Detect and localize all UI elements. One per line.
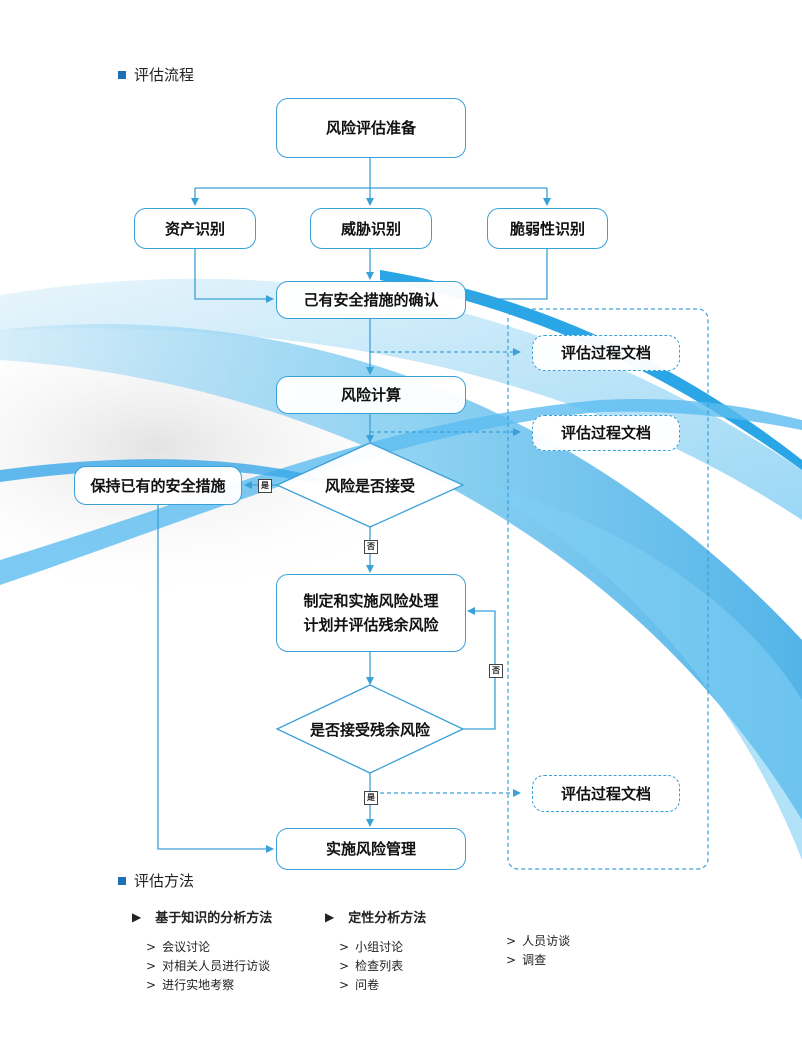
step-calc-label: 风险计算	[340, 386, 401, 404]
chevron-right-icon: >	[506, 934, 517, 948]
chevron-right-icon: >	[339, 978, 350, 992]
method-column-knowledge: ▶ 基于知识的分析方法 >会议讨论 >对相关人员进行访谈 >进行实地考察	[132, 907, 272, 997]
yes-tag-1: 是	[258, 479, 272, 493]
triangle-bullet-icon: ▶	[325, 909, 335, 924]
list-item: >进行实地考察	[146, 978, 235, 992]
doc-box-1: 评估过程文档	[532, 335, 680, 371]
step-keep-label: 保持已有的安全措施	[90, 476, 226, 495]
chevron-right-icon: >	[339, 940, 350, 954]
step-confirm-label: 己有安全措施的确认	[303, 291, 439, 309]
step-vuln-label: 脆弱性识别	[509, 219, 585, 238]
chevron-right-icon: >	[339, 959, 350, 973]
list-item: >人员访谈	[506, 934, 571, 948]
no-tag-1: 否	[364, 540, 378, 554]
residual-diamond-shape	[275, 684, 465, 774]
doc-box-1-label: 评估过程文档	[560, 344, 651, 362]
decision-risk-accept: 风险是否接受	[324, 477, 415, 495]
chevron-right-icon: >	[146, 940, 157, 954]
step-asset-label: 资产识别	[164, 219, 225, 238]
method-column-header: ▶ 定性分析方法	[325, 907, 427, 927]
doc-box-3-label: 评估过程文档	[560, 784, 651, 803]
doc-box-2: 评估过程文档	[532, 415, 680, 451]
step-implement-label: 实施风险管理	[325, 840, 416, 858]
step-keep-measures: 保持已有的安全措施	[74, 466, 242, 505]
square-bullet-icon	[118, 876, 126, 885]
step-threat-label: 威胁识别	[340, 219, 401, 238]
step-threat-identify: 威胁识别	[310, 208, 432, 249]
method-column-header: ▶ 基于知识的分析方法	[132, 907, 273, 927]
accept-diamond-shape	[275, 442, 465, 528]
step-implement: 实施风险管理	[276, 828, 466, 870]
method-column-extra: >人员访谈 >调查	[492, 934, 570, 972]
section-title-flow: 评估流程	[118, 64, 194, 85]
step-confirm-measures: 己有安全措施的确认	[276, 281, 466, 319]
method-column-title: 基于知识的分析方法	[155, 911, 273, 926]
section-title-text: 评估流程	[134, 66, 195, 84]
section-title-text: 评估方法	[134, 872, 195, 890]
step-prep-label: 风险评估准备	[325, 119, 416, 137]
method-column-qualitative: ▶ 定性分析方法 >小组讨论 >检查列表 >问卷	[325, 907, 426, 997]
step-plan-line2: 计划并评估残余风险	[303, 616, 439, 634]
list-item: >会议讨论	[146, 940, 211, 954]
step-risk-treatment: 制定和实施风险处理 计划并评估残余风险	[276, 574, 466, 652]
section-title-methods: 评估方法	[118, 870, 194, 891]
yes-tag-2: 是	[364, 791, 378, 805]
list-item: >调查	[506, 953, 547, 967]
method-column-title: 定性分析方法	[348, 911, 427, 926]
doc-box-2-label: 评估过程文档	[560, 424, 651, 442]
list-item: >小组讨论	[339, 940, 404, 954]
list-item: >对相关人员进行访谈	[146, 959, 271, 973]
chevron-right-icon: >	[506, 953, 517, 967]
list-item: >检查列表	[339, 959, 404, 973]
square-bullet-icon	[118, 70, 126, 79]
step-risk-calc: 风险计算	[276, 376, 466, 414]
step-vuln-identify: 脆弱性识别	[487, 208, 608, 249]
no-tag-2: 否	[489, 664, 503, 678]
decision-residual-accept: 是否接受残余风险	[309, 721, 430, 739]
chevron-right-icon: >	[146, 959, 157, 973]
step-prep: 风险评估准备	[276, 98, 466, 158]
step-asset-identify: 资产识别	[134, 208, 256, 249]
triangle-bullet-icon: ▶	[132, 909, 142, 924]
step-plan-line1: 制定和实施风险处理	[303, 592, 439, 610]
doc-box-3: 评估过程文档	[532, 775, 680, 812]
chevron-right-icon: >	[146, 978, 157, 992]
list-item: >问卷	[339, 978, 380, 992]
